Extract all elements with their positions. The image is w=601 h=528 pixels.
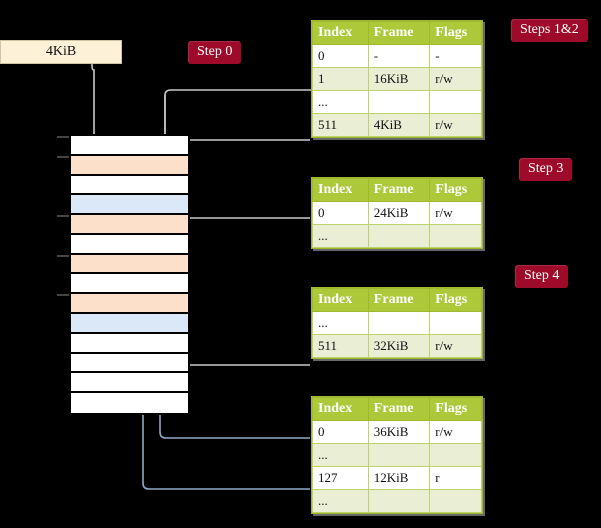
cell-index: 0: [312, 44, 369, 68]
column-header-frame: Frame: [367, 21, 431, 45]
cell-index: ...: [312, 90, 369, 114]
cell-flags: r/w: [429, 67, 482, 91]
memory-frame-row: [71, 234, 188, 255]
step-badge-step-4: Step 4: [515, 265, 569, 288]
cell-frame: [367, 90, 431, 114]
column-header-frame: Frame: [367, 397, 431, 421]
cell-frame: [367, 311, 431, 335]
table-row: ...: [312, 311, 482, 335]
physical-memory-column: [57, 134, 190, 415]
cell-index: ...: [312, 311, 369, 335]
cell-frame: 36KiB: [367, 420, 431, 444]
cell-frame: 32KiB: [367, 334, 431, 358]
cell-frame: [367, 443, 431, 467]
memory-frame-row: [71, 175, 188, 196]
cell-index: 1: [312, 67, 369, 91]
memory-frame-row: [71, 215, 188, 235]
cell-flags: r/w: [429, 334, 482, 358]
step-label: Steps 1&2: [520, 22, 579, 37]
memory-frame-tick: [57, 254, 69, 257]
table-row: 0--: [312, 44, 482, 68]
cell-flags: -: [429, 44, 482, 68]
step-label: Step 0: [197, 44, 233, 59]
memory-frame-tick: [57, 155, 69, 158]
memory-frame-row: [71, 393, 188, 413]
column-header-index: Index: [312, 397, 369, 421]
cell-flags: r/w: [429, 113, 482, 137]
cell-frame: [367, 224, 431, 248]
cell-index: ...: [312, 224, 369, 248]
step-label: Step 4: [524, 268, 560, 283]
cell-index: 127: [312, 466, 369, 490]
cell-index: 511: [312, 113, 369, 137]
memory-frame-row: [71, 195, 188, 216]
cell-index: ...: [312, 443, 369, 467]
memory-frame-row: [71, 155, 188, 176]
cell-frame: 16KiB: [367, 67, 431, 91]
memory-frame-row: [71, 333, 188, 354]
column-header-index: Index: [312, 288, 369, 312]
step-badge-steps-1-2: Steps 1&2: [511, 19, 588, 42]
virtual-address-label: 4KiB: [45, 44, 77, 59]
cell-index: 511: [312, 334, 369, 358]
virtual-address-box: 4KiB: [0, 40, 122, 64]
memory-frame-tick: [57, 136, 69, 138]
cell-index: 0: [312, 201, 369, 225]
table-row: ...: [312, 90, 482, 114]
cell-frame: 24KiB: [367, 201, 431, 225]
cell-index: 0: [312, 420, 369, 444]
memory-frame-row: [71, 353, 188, 374]
cell-flags: [429, 311, 482, 335]
memory-frame-row: [71, 136, 188, 156]
cell-frame: [367, 489, 431, 513]
cell-flags: [429, 90, 482, 114]
cell-flags: r/w: [429, 420, 482, 444]
column-header-flags: Flags: [429, 178, 482, 202]
arrow-table0-to-memory-head: [164, 89, 312, 141]
cell-flags: [429, 443, 482, 467]
memory-frame-row: [71, 373, 188, 394]
column-header-flags: Flags: [429, 288, 482, 312]
column-header-flags: Flags: [429, 21, 482, 45]
arrow-table2-link: [175, 300, 310, 366]
column-header-frame: Frame: [367, 178, 431, 202]
step-badge-step-3: Step 3: [519, 158, 573, 181]
cell-flags: [429, 489, 482, 513]
table-row: ...: [312, 443, 482, 467]
column-header-index: Index: [312, 178, 369, 202]
memory-frame-tick: [57, 215, 69, 218]
arrow-table1-link: [181, 150, 310, 219]
cell-frame: 12KiB: [367, 466, 431, 490]
memory-frame-row: [71, 314, 188, 334]
column-header-frame: Frame: [367, 288, 431, 312]
memory-frame-row: [71, 294, 188, 315]
memory-frame-row: [71, 274, 188, 295]
memory-frame-tick: [57, 294, 69, 297]
step-badge-step-0: Step 0: [188, 41, 242, 64]
cell-frame: 4KiB: [367, 113, 431, 137]
memory-frame-row: [71, 254, 188, 275]
column-header-flags: Flags: [429, 397, 482, 421]
cell-frame: -: [367, 44, 431, 68]
cell-flags: [429, 224, 482, 248]
table-row: ...: [312, 224, 482, 248]
cell-index: ...: [312, 489, 369, 513]
step-label: Step 3: [528, 161, 564, 176]
cell-flags: r: [429, 466, 482, 490]
cell-flags: r/w: [429, 201, 482, 225]
table-row: ...: [312, 489, 482, 513]
column-header-index: Index: [312, 21, 369, 45]
